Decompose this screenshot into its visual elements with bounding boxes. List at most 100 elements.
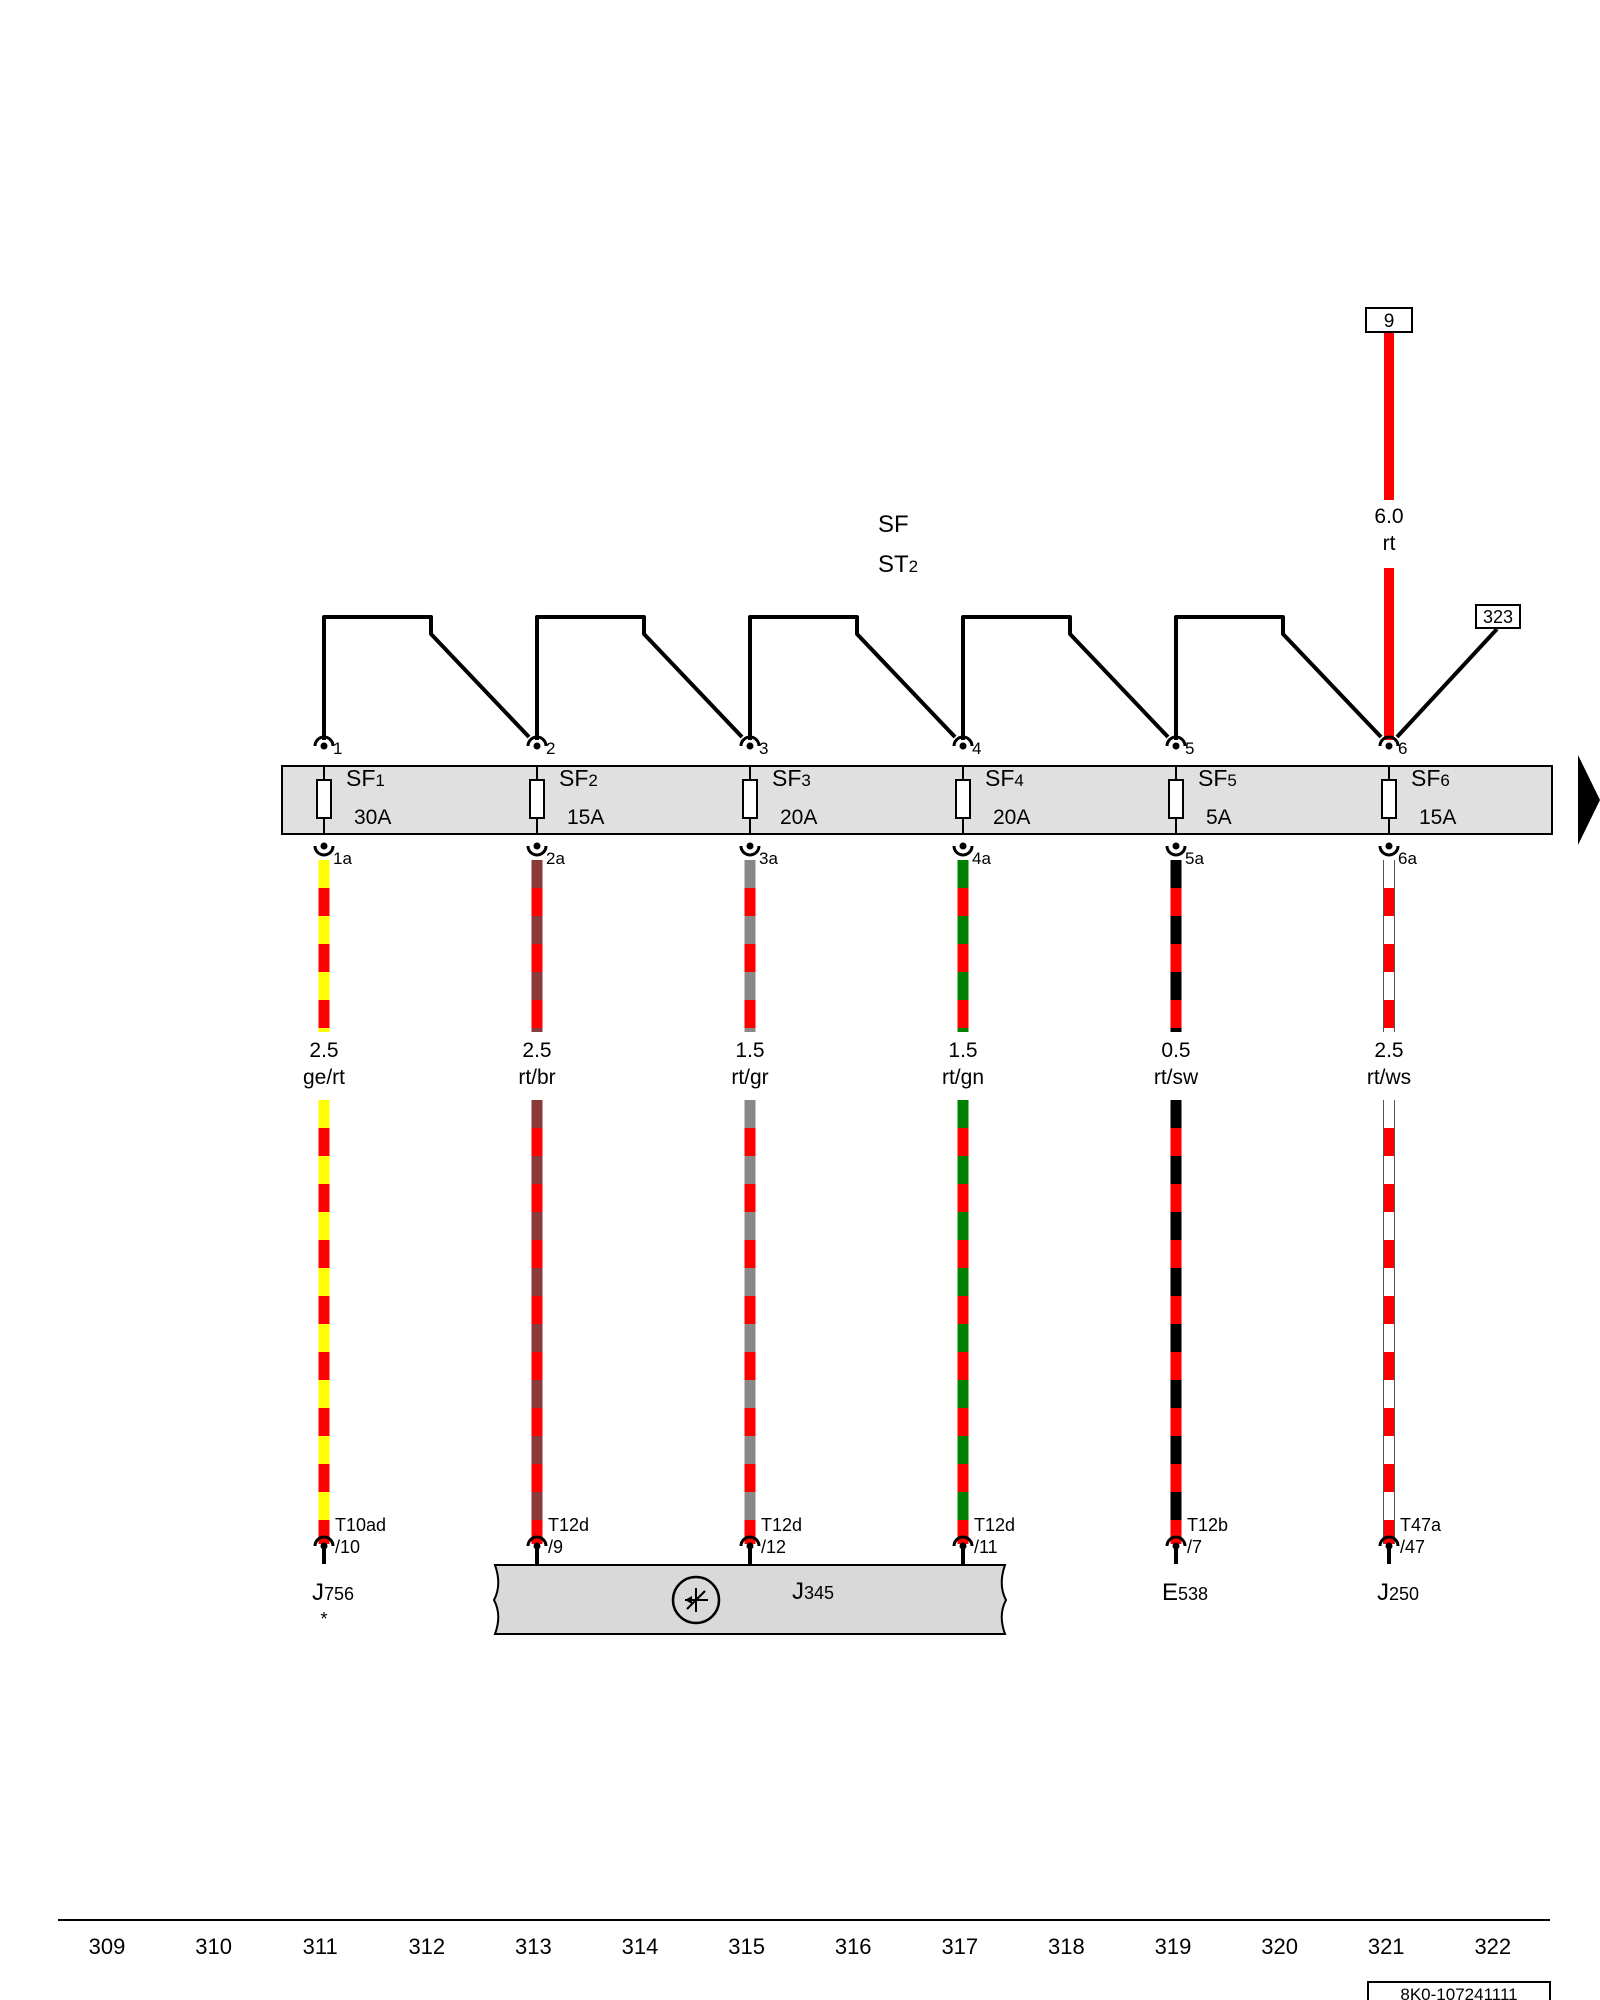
fuse-4-input-pin[interactable] — [952, 735, 974, 747]
fuse-6-output-pin-dot — [1385, 842, 1393, 850]
fuse-3-output-pin[interactable] — [739, 845, 761, 857]
fuse-2-connector-pin: /9 — [548, 1537, 563, 1557]
fuse-2-input-pin-dot — [533, 742, 541, 750]
fuse-3-input-pin-dot — [746, 742, 754, 750]
doc-id: 8K0-107241111 — [1400, 1985, 1517, 2000]
fuse-3-element-icon — [742, 779, 758, 819]
fuse-1-rating: 30A — [354, 806, 391, 829]
fuse-5-output-pin[interactable] — [1165, 845, 1187, 857]
fuse-5-input-pin[interactable] — [1165, 735, 1187, 747]
fuse-1-pin-top-label: 1 — [333, 739, 342, 758]
feed-wire-size: 6.0 — [1374, 505, 1403, 528]
fuse-carrier-panel — [281, 765, 1553, 835]
fuse-3-input-pin[interactable] — [739, 735, 761, 747]
bus-bridges — [322, 615, 1383, 740]
fuse-3-name: SF3 — [772, 765, 811, 791]
branch-ref-box[interactable] — [1475, 604, 1521, 629]
fuse-5-pin-top-label: 5 — [1185, 739, 1194, 758]
fuse-6-input-pin[interactable] — [1378, 735, 1400, 747]
fuse-1-wire-size: 2.5 — [309, 1039, 338, 1062]
fuse-2-wire-size: 2.5 — [522, 1039, 551, 1062]
feed-wire-color: rt — [1383, 532, 1396, 555]
fuse-2-input-pin[interactable] — [526, 735, 548, 747]
fuse-4-output-pin[interactable] — [952, 845, 974, 857]
fuse-6-name: SF6 — [1411, 765, 1450, 791]
fuse-1-output-pin-dot — [320, 842, 328, 850]
fuse-3-wire-color: rt/gr — [731, 1066, 768, 1089]
bus-bridge-1 — [322, 615, 531, 740]
feed-ref-box[interactable] — [1365, 307, 1413, 333]
fuse-3-connector-contact[interactable] — [739, 1535, 761, 1547]
fuse-4-output-pin-dot — [959, 842, 967, 850]
branch-ref-label: 323 — [1483, 607, 1513, 627]
fuse-6-connector: T47a — [1400, 1515, 1442, 1535]
fuse-carrier-label: SF — [878, 511, 909, 538]
j756-label: J756 — [312, 1579, 354, 1606]
fuse-3-rating: 20A — [780, 806, 817, 829]
grid-number: 321 — [1368, 1934, 1405, 1959]
e538-label: E538 — [1162, 1579, 1208, 1606]
fuse-1-name: SF1 — [346, 765, 385, 791]
fuse-5-wire-size: 0.5 — [1161, 1039, 1190, 1062]
fuse-1-wire-color: ge/rt — [303, 1066, 345, 1089]
fuse-5-output-pin-dot — [1172, 842, 1180, 850]
fuse-6-rating: 15A — [1419, 806, 1456, 829]
fuse-3-connector-pin: /12 — [761, 1537, 786, 1557]
fuse-1-input-pin-dot — [320, 742, 328, 750]
fuse-4-connector-pin: /11 — [974, 1537, 998, 1557]
fuse-3-pin-top-label: 3 — [759, 739, 768, 758]
fuse-3-wire-size: 1.5 — [735, 1039, 764, 1062]
fuse-1-input-pin[interactable] — [313, 735, 335, 747]
grid-number: 311 — [303, 1934, 338, 1959]
branch-323[interactable]: 323 — [1395, 604, 1521, 739]
fuse-2-element-icon — [529, 779, 545, 819]
fuse-1-element-icon — [316, 779, 332, 819]
j345-housing[interactable] — [492, 1564, 1008, 1635]
fuse-6-wire-color: rt/ws — [1367, 1066, 1411, 1089]
branch-wire — [1395, 627, 1499, 739]
fuse-5-connector-pin: /7 — [1187, 1537, 1202, 1557]
fuse-2-wire-color: rt/br — [518, 1066, 555, 1089]
doc-id-box — [1367, 1981, 1551, 2000]
fuse-4-name: SF4 — [985, 765, 1024, 791]
fuse-2-connector-contact[interactable] — [526, 1535, 548, 1547]
continuation-arrow-icon — [1578, 755, 1600, 845]
grid-number: 320 — [1261, 1934, 1298, 1959]
main-feed-wire[interactable]: 9 6.0 rt — [1365, 307, 1413, 740]
fuse-2-output-pin[interactable] — [526, 845, 548, 857]
fuse-5-connector: T12b — [1187, 1515, 1228, 1535]
fuse-1-connector-contact[interactable] — [313, 1535, 335, 1547]
fuse-6-output-pin[interactable] — [1378, 845, 1400, 857]
fuse-2-name: SF2 — [559, 765, 598, 791]
fuse-4-wire-color: rt/gn — [942, 1066, 984, 1089]
grid-number: 322 — [1474, 1934, 1511, 1959]
fuse-5-pin-bottom-label: 5a — [1185, 849, 1204, 868]
fuse-5-connector-contact[interactable] — [1165, 1535, 1187, 1547]
fuse-6-connector-contact[interactable] — [1378, 1535, 1400, 1547]
grid-number: 315 — [728, 1934, 765, 1959]
fuse-4-pin-bottom-label: 4a — [972, 849, 991, 868]
fuse-3-connector: T12d — [761, 1515, 802, 1535]
fuse-1-output-pin[interactable] — [313, 845, 335, 857]
fuse-1-connector: T10ad — [335, 1515, 386, 1535]
fuse-4-connector-contact[interactable] — [952, 1535, 974, 1547]
j756-note: * — [320, 1609, 327, 1629]
fuse-3-output-pin-dot — [746, 842, 754, 850]
fuse-2-pin-top-label: 2 — [546, 739, 555, 758]
fuse-4-wire-size: 1.5 — [948, 1039, 977, 1062]
grid-number: 313 — [515, 1934, 552, 1959]
fuse-5-wire-color: rt/sw — [1154, 1066, 1199, 1089]
fuse-6-pin-bottom-label: 6a — [1398, 849, 1417, 868]
fuse-2-rating: 15A — [567, 806, 604, 829]
fuse-4-input-pin-dot — [959, 742, 967, 750]
fuses-layer: 1SF130A1a2.5ge/rtT10ad/102SF215A2a2.5rt/… — [303, 735, 1457, 1564]
grid-number: 318 — [1048, 1934, 1085, 1959]
